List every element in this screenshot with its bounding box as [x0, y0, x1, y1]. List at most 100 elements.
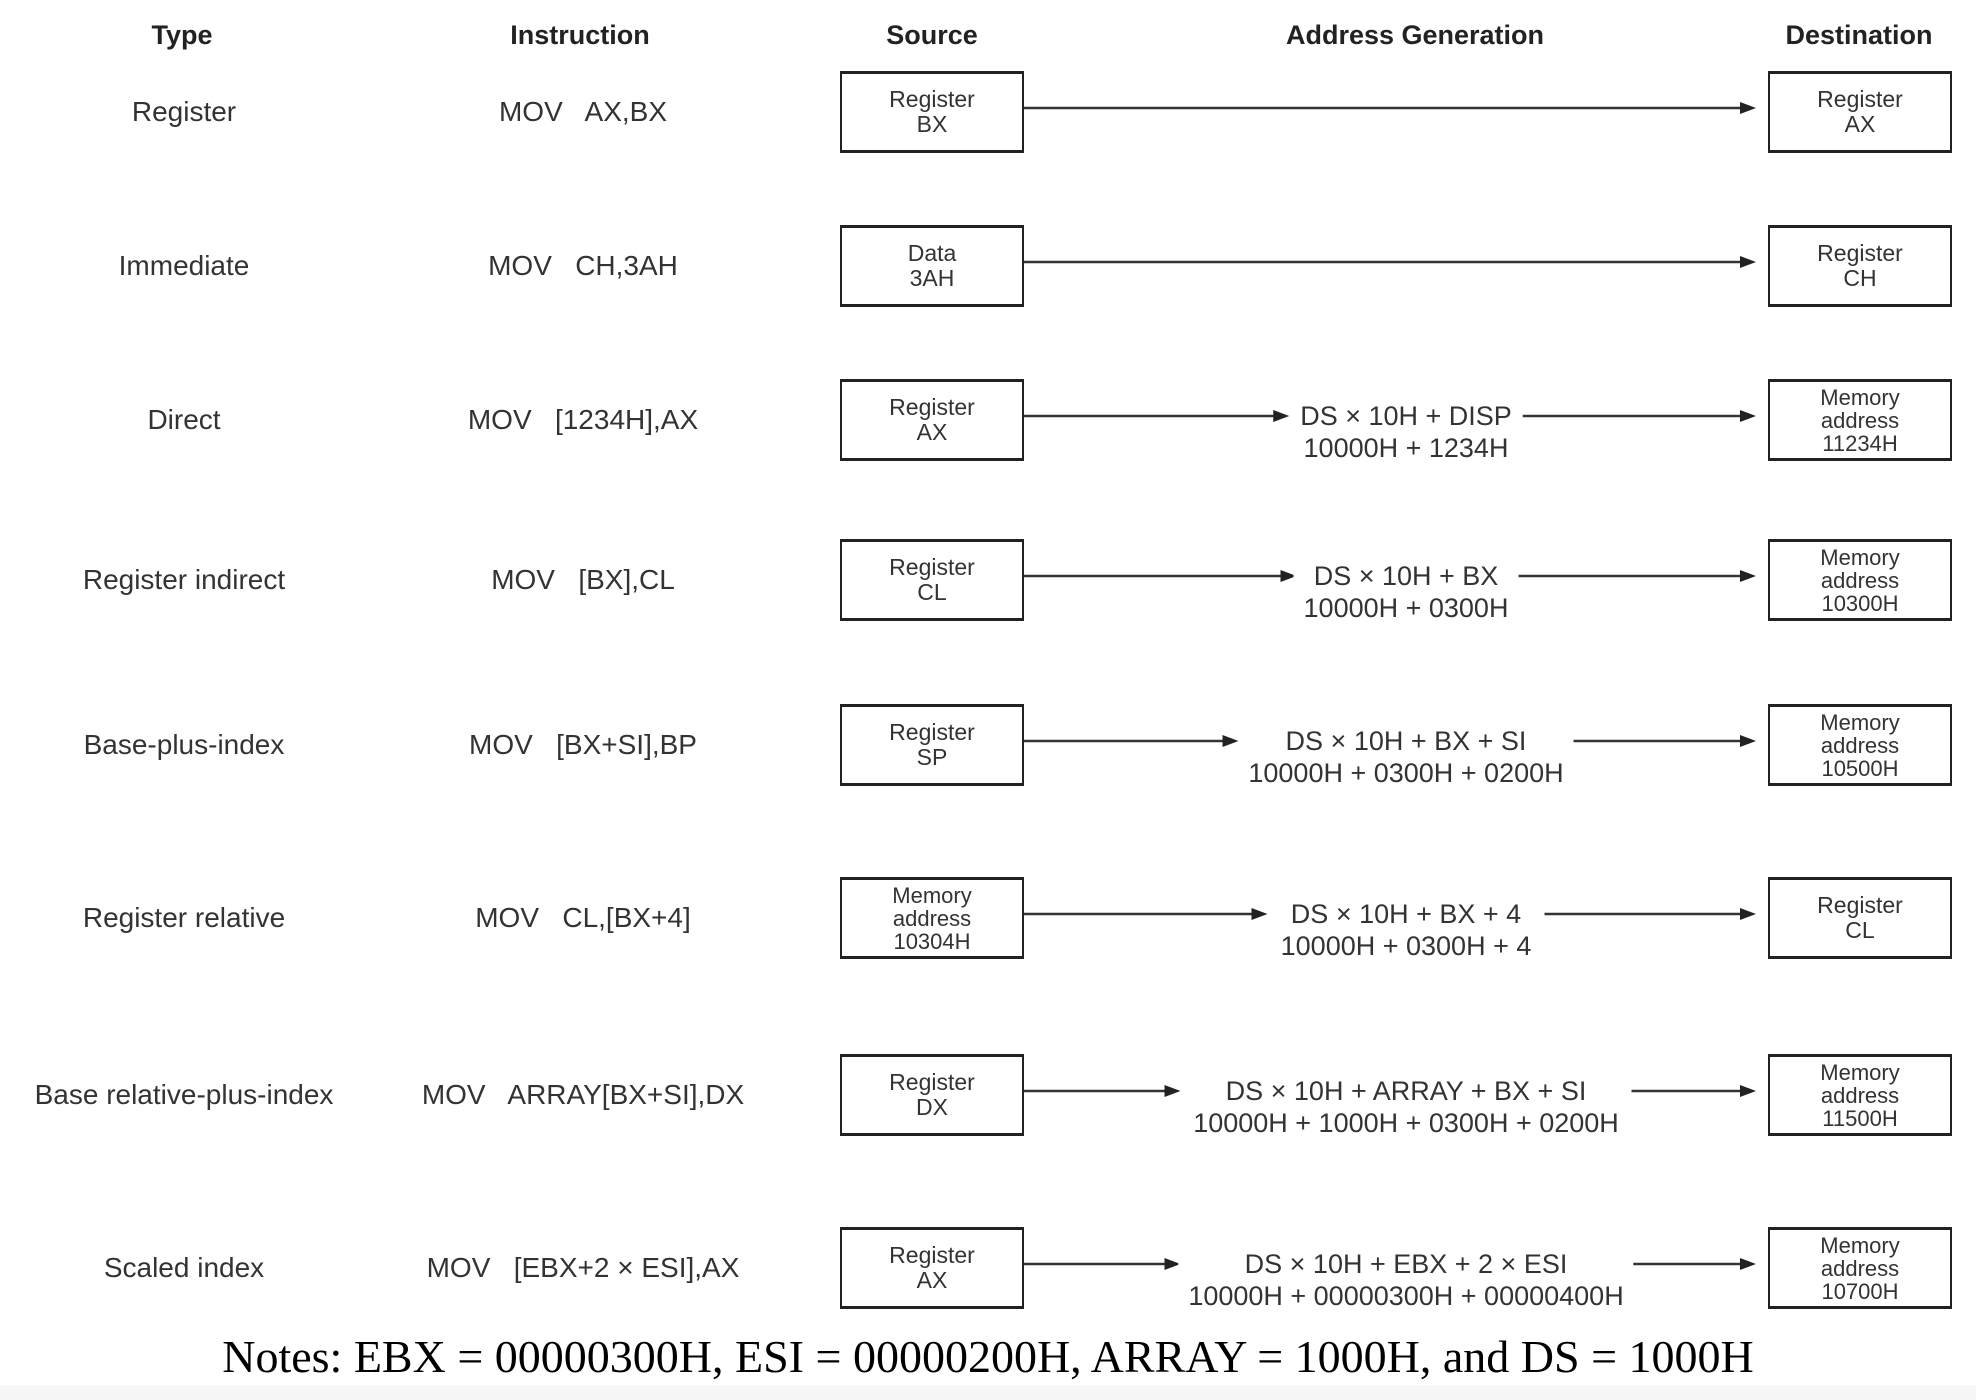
address-formula: DS × 10H + BX + 4 [1290, 899, 1522, 929]
source-box-line: BX [916, 111, 948, 137]
address-values: 10000H + 1000H + 0300H + 0200H [1193, 1108, 1619, 1138]
destination-box-line: Memory [1820, 544, 1900, 570]
source-to-address-arrow-head [1164, 1258, 1181, 1270]
row-type: Register indirect [82, 564, 286, 595]
source-box-line: AX [916, 1267, 948, 1293]
address-formula: DS × 10H + DISP [1300, 401, 1512, 431]
address-values: 10000H + 0300H + 0200H [1248, 758, 1564, 788]
destination-box-line: address [1820, 1082, 1900, 1108]
source-to-address-arrow-head [1222, 735, 1239, 747]
address-to-destination-arrow-head [1740, 410, 1756, 422]
source-box-line: Memory [892, 882, 972, 908]
row-instruction: MOV [1234H],AX [467, 404, 699, 435]
destination-box-line: Register [1817, 892, 1903, 918]
address-to-destination-arrow-head [1740, 908, 1756, 920]
row-type: Immediate [118, 250, 250, 281]
source-to-destination-arrow-head [1740, 256, 1756, 268]
header-source: Source [886, 20, 978, 50]
address-values: 10000H + 00000300H + 00000400H [1188, 1281, 1624, 1311]
source-box-line: Register [889, 1242, 975, 1268]
destination-box-line: Memory [1820, 384, 1900, 410]
row-type: Scaled index [103, 1252, 265, 1283]
row-type: Base relative-plus-index [34, 1079, 334, 1110]
bottom-shade [0, 1385, 1976, 1400]
destination-box-line: address [1820, 1255, 1900, 1281]
notes: Notes: EBX = 00000300H, ESI = 00000200H,… [222, 1331, 1754, 1382]
source-box-line: AX [916, 419, 948, 445]
source-box-line: SP [916, 744, 948, 770]
header-address-generation: Address Generation [1285, 20, 1545, 50]
address-formula: DS × 10H + EBX + 2 × ESI [1244, 1249, 1568, 1279]
address-to-destination-arrow-head [1740, 570, 1756, 582]
row-instruction: MOV CL,[BX+4] [475, 902, 691, 933]
source-to-address-arrow-head [1251, 908, 1268, 920]
address-values: 10000H + 1234H [1303, 433, 1509, 463]
row-instruction: MOV [BX+SI],BP [469, 729, 697, 760]
destination-box-line: address [1820, 567, 1900, 593]
source-to-destination-arrow-head [1740, 102, 1756, 114]
destination-box-line: 10500H [1821, 755, 1899, 781]
source-box-line: 3AH [909, 265, 955, 291]
destination-box-line: Register [1817, 240, 1903, 266]
row-instruction: MOV ARRAY[BX+SI],DX [421, 1079, 745, 1110]
source-to-address-arrow-head [1164, 1085, 1181, 1097]
destination-box-line: address [1820, 732, 1900, 758]
source-box-line: Register [889, 554, 975, 580]
address-formula: DS × 10H + BX + SI [1285, 726, 1527, 756]
source-box-line: Register [889, 86, 975, 112]
destination-box-line: Memory [1820, 1232, 1900, 1258]
source-to-address-arrow-head [1273, 410, 1290, 422]
destination-box-line: Memory [1820, 1059, 1900, 1085]
source-box-line: 10304H [893, 928, 971, 954]
source-box-line: address [892, 905, 972, 931]
destination-box-line: 11234H [1822, 430, 1898, 456]
destination-box-line: address [1820, 407, 1900, 433]
address-to-destination-arrow-head [1740, 1085, 1756, 1097]
row-instruction: MOV AX,BX [498, 96, 668, 127]
row-instruction: MOV [EBX+2 × ESI],AX [426, 1252, 740, 1283]
source-box-line: DX [916, 1094, 948, 1120]
address-formula: DS × 10H + BX [1313, 561, 1499, 591]
address-values: 10000H + 0300H + 4 [1280, 931, 1532, 961]
address-values: 10000H + 0300H [1303, 593, 1509, 623]
destination-box-line: Register [1817, 86, 1903, 112]
source-box-line: Register [889, 719, 975, 745]
destination-box-line: Memory [1820, 709, 1900, 735]
row-instruction: MOV [BX],CL [491, 564, 675, 595]
row-type: Register [131, 96, 237, 127]
source-box-line: Register [889, 1069, 975, 1095]
header-type: Type [151, 20, 213, 50]
address-formula: DS × 10H + ARRAY + BX + SI [1225, 1076, 1587, 1106]
address-to-destination-arrow-head [1740, 735, 1756, 747]
source-box-line: Register [889, 394, 975, 420]
header-destination: Destination [1785, 20, 1933, 50]
destination-box-line: CH [1843, 265, 1877, 291]
source-box-line: Data [907, 240, 957, 266]
destination-box-line: AX [1844, 111, 1876, 137]
row-instruction: MOV CH,3AH [488, 250, 678, 281]
source-box-line: CL [917, 579, 947, 605]
destination-box-line: 10300H [1821, 590, 1899, 616]
destination-box-line: 10700H [1821, 1278, 1899, 1304]
destination-box-line: CL [1845, 917, 1875, 943]
